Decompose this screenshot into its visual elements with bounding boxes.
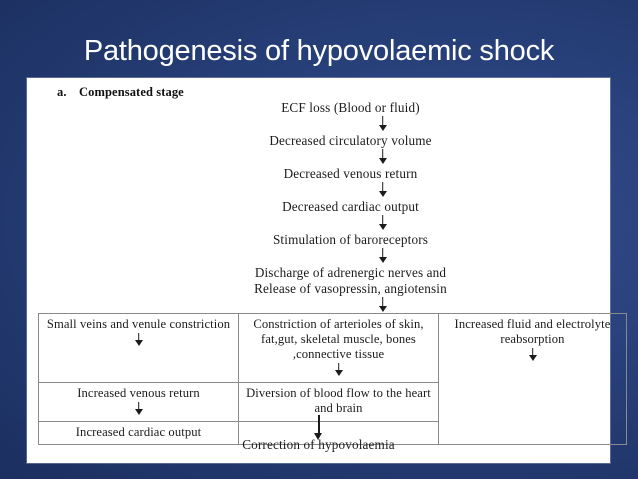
table-row: Increased cardiac output	[38, 421, 627, 445]
conclusion-text: Correction of hypovolaemia	[242, 437, 395, 452]
flow-step-decreased-circulatory-volume: Decreased circulatory volume	[269, 133, 432, 148]
arrow-down-icon	[43, 402, 234, 417]
table-cell-text: Small veins and venule constriction	[46, 317, 231, 331]
table-cell-text: Increased fluid and electrolyte reabsorp…	[454, 317, 611, 346]
section-heading-label: Compensated stage	[79, 85, 184, 99]
flow-step-discharge-adrenergic-line2: Release of vasopressin, angiotensin	[254, 281, 447, 296]
table-cell-increased-fluid-reabsorption: Increased fluid and electrolyte reabsorp…	[438, 313, 627, 445]
table-cell-increased-cardiac-output: Increased cardiac output	[38, 421, 239, 445]
arrow-down-icon	[91, 248, 638, 265]
table-cell-text: Constriction of arterioles of skin, fat,…	[253, 317, 424, 361]
arrow-down-icon	[91, 149, 638, 166]
table-cell-increased-venous-return: Increased venous return	[38, 382, 239, 422]
content-panel: a. Compensated stage ECF loss (Blood or f…	[27, 78, 627, 463]
flow-table: Small veins and venule constriction Cons…	[38, 313, 627, 445]
table-cell-constriction-arterioles: Constriction of arterioles of skin, fat,…	[238, 313, 439, 383]
flow-step-decreased-venous-return: Decreased venous return	[283, 166, 418, 181]
section-marker: a.	[57, 85, 67, 99]
arrow-down-icon	[91, 116, 638, 133]
table-cell-text: Increased cardiac output	[75, 425, 202, 439]
arrow-down-icon	[443, 348, 622, 363]
section-heading: a. Compensated stage	[57, 85, 184, 100]
arrow-down-icon	[91, 182, 638, 199]
arrow-down-icon	[91, 215, 638, 232]
table-cell-text: Increased venous return	[77, 386, 200, 400]
arrow-down-icon	[243, 363, 434, 378]
table-row: Small veins and venule constriction Cons…	[38, 313, 627, 445]
table-cell-empty	[238, 421, 439, 445]
table-row: Increased venous return Diversion of blo…	[38, 382, 627, 422]
table-cell-small-veins-constriction: Small veins and venule constriction	[38, 313, 239, 383]
flow-step-discharge-adrenergic-line1: Discharge of adrenergic nerves and	[254, 265, 447, 280]
arrow-down-icon	[27, 415, 610, 441]
arrow-down-icon	[91, 297, 638, 314]
flow-step-stimulation-of-baroreceptors: Stimulation of baroreceptors	[272, 232, 429, 247]
flow-step-decreased-cardiac-output: Decreased cardiac output	[282, 199, 419, 214]
flow-step-ecf-loss: ECF loss (Blood or fluid)	[281, 100, 420, 115]
table-cell-diversion-blood-flow: Diversion of blood flow to the heart and…	[238, 382, 439, 422]
arrow-down-icon	[43, 333, 234, 348]
page-title: Pathogenesis of hypovolaemic shock	[83, 35, 555, 68]
upper-flowchart: ECF loss (Blood or fluid) Decreased circ…	[27, 100, 610, 314]
table-cell-text: Diversion of blood flow to the heart and…	[246, 386, 431, 415]
